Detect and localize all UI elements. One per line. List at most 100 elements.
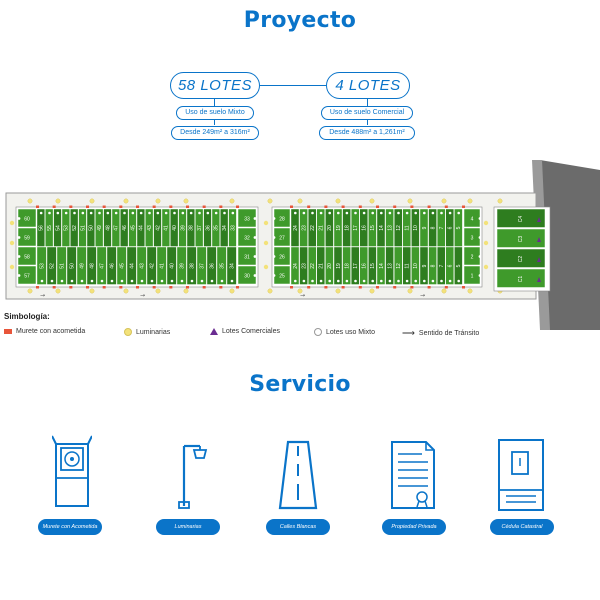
lot-label: 23 xyxy=(301,225,307,231)
lot-label: 45 xyxy=(120,263,126,269)
lot-marker xyxy=(39,211,43,215)
lot xyxy=(136,246,147,285)
murete-marker xyxy=(462,205,465,208)
legend-item-commercial: Lotes Comerciales xyxy=(210,328,280,335)
lot-label: 53 xyxy=(64,225,70,231)
lot-label: 40 xyxy=(170,263,176,269)
lot xyxy=(411,246,420,285)
lot-marker xyxy=(210,279,214,283)
lot-marker xyxy=(448,211,452,215)
lamp-marker xyxy=(55,198,61,204)
murete-marker xyxy=(341,205,345,208)
lamp-marker xyxy=(441,198,447,204)
lot-label: 46 xyxy=(110,263,116,269)
lot-label: 14 xyxy=(379,263,385,269)
lot xyxy=(216,246,227,285)
service-label-luminarias: Luminarias xyxy=(156,519,220,535)
lot-label: 9 xyxy=(422,264,428,267)
lot xyxy=(351,208,360,247)
lot-marker xyxy=(100,279,104,283)
lot xyxy=(290,246,300,285)
lot-marker xyxy=(431,279,435,283)
murete-marker xyxy=(119,205,123,208)
commercial-lot xyxy=(496,208,546,228)
commercial-lot-label: C2 xyxy=(518,256,524,263)
lot-label: 58 xyxy=(24,255,30,261)
lot-label: 37 xyxy=(200,263,206,269)
murete-marker xyxy=(307,286,311,289)
lot-label: 32 xyxy=(244,236,250,242)
lot-marker xyxy=(173,211,176,215)
lot xyxy=(86,246,97,285)
murete-marker xyxy=(427,205,431,208)
lot-marker xyxy=(160,279,164,283)
lot-marker xyxy=(302,211,306,215)
lot-marker xyxy=(70,279,74,283)
commercial-triangle-icon xyxy=(210,328,218,335)
lot-label: 57 xyxy=(24,274,30,280)
lot-label: 21 xyxy=(319,263,325,269)
lot-marker xyxy=(345,211,349,215)
lot-label: 42 xyxy=(150,263,156,269)
lamp-marker xyxy=(441,288,447,294)
lot-marker xyxy=(198,211,201,215)
lamp-marker xyxy=(267,198,273,204)
murete-marker xyxy=(393,286,397,289)
lot-label: 13 xyxy=(387,225,393,231)
murete-marker xyxy=(102,205,106,208)
lamp-marker xyxy=(27,288,33,294)
lot xyxy=(333,208,343,247)
lot-label: 48 xyxy=(105,225,111,231)
lot-label: 59 xyxy=(24,236,30,242)
lot-label: 22 xyxy=(310,225,316,231)
lot xyxy=(161,208,170,247)
lot-marker xyxy=(388,211,392,215)
lot xyxy=(126,246,137,285)
lot-label: 55 xyxy=(47,225,53,231)
lot xyxy=(445,208,454,247)
lot-marker xyxy=(89,211,93,215)
lot xyxy=(116,246,127,285)
lot-marker xyxy=(190,279,194,283)
lot-label: 48 xyxy=(90,263,96,269)
lot xyxy=(153,208,162,247)
lot-label: 34 xyxy=(230,263,236,269)
lot xyxy=(411,208,420,247)
lot xyxy=(299,246,308,285)
lot-marker xyxy=(164,211,168,215)
lot-marker xyxy=(80,279,84,283)
legend-label: Sentido de Tránsito xyxy=(418,330,480,337)
lot xyxy=(419,208,429,247)
lot-marker xyxy=(131,211,135,215)
commercial-use-pill: Uso de suelo Comercial xyxy=(321,106,413,120)
lot xyxy=(111,208,120,247)
transit-arrow-icon: ⟶ xyxy=(402,328,415,338)
lot-label: 38 xyxy=(190,263,196,269)
lot-marker xyxy=(189,211,193,215)
lot xyxy=(195,208,204,247)
lot-label: 16 xyxy=(362,263,368,269)
lot-label: 39 xyxy=(180,263,186,269)
lot-label: 20 xyxy=(327,263,333,269)
murete-marker xyxy=(169,286,173,289)
lot-marker xyxy=(73,211,76,215)
lot xyxy=(351,246,360,285)
lot-marker xyxy=(431,211,435,215)
legend-label: Lotes Comerciales xyxy=(222,328,280,335)
murete-marker xyxy=(219,286,223,289)
lot-label: 43 xyxy=(147,225,153,231)
lot-label: 51 xyxy=(60,263,66,269)
lot xyxy=(342,208,351,247)
lot xyxy=(66,246,77,285)
commercial-lot-label: C1 xyxy=(518,276,524,283)
legend-title: Simbología: xyxy=(4,312,50,321)
legend-item-transit: ⟶ Sentido de Tránsito xyxy=(402,328,479,339)
lot-marker xyxy=(328,279,332,283)
legend-label: Luminarias xyxy=(136,328,171,336)
lot-label: 43 xyxy=(140,263,146,269)
lot-marker xyxy=(362,279,366,283)
lot-label: 23 xyxy=(301,263,307,269)
mixed-ring-icon xyxy=(314,328,322,336)
lot xyxy=(203,208,212,247)
lot xyxy=(196,246,207,285)
